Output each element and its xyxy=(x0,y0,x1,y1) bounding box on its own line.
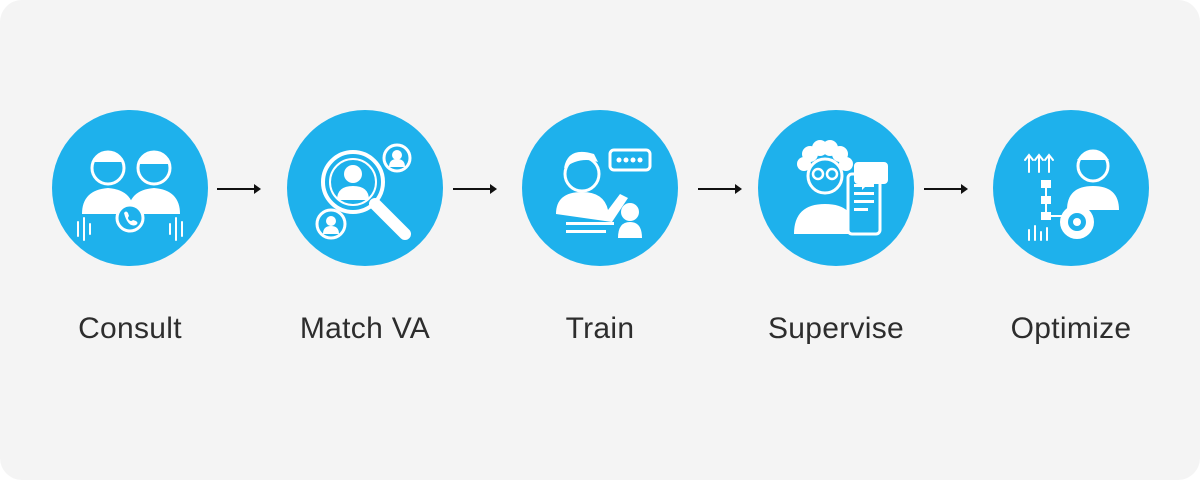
step-optimize: Optimize xyxy=(961,110,1181,346)
step-train-circle xyxy=(522,110,678,266)
step-label-consult: Consult xyxy=(78,312,182,345)
supervise-icon xyxy=(794,140,888,236)
step-label-optimize: Optimize xyxy=(1010,312,1132,345)
step-consult: Consult xyxy=(20,110,240,346)
consultation-icon xyxy=(77,150,183,241)
arrow-right-3 xyxy=(697,181,743,197)
search-match-icon xyxy=(315,143,412,240)
step-supervise: Supervise xyxy=(726,110,946,346)
step-label-train: Train xyxy=(565,312,635,345)
step-match-va: Match VA xyxy=(255,110,475,346)
optimize-icon xyxy=(1024,149,1119,241)
step-supervise-circle xyxy=(758,110,914,266)
step-match-va-circle xyxy=(287,110,443,266)
step-label-match-va: Match VA xyxy=(299,312,431,345)
step-consult-circle xyxy=(52,110,208,266)
arrow-right-4 xyxy=(923,181,969,197)
training-icon xyxy=(556,148,652,238)
arrow-right-2 xyxy=(452,181,498,197)
step-label-supervise: Supervise xyxy=(767,312,905,345)
arrow-right-1 xyxy=(216,181,262,197)
step-optimize-circle xyxy=(993,110,1149,266)
step-train: Train xyxy=(490,110,710,346)
